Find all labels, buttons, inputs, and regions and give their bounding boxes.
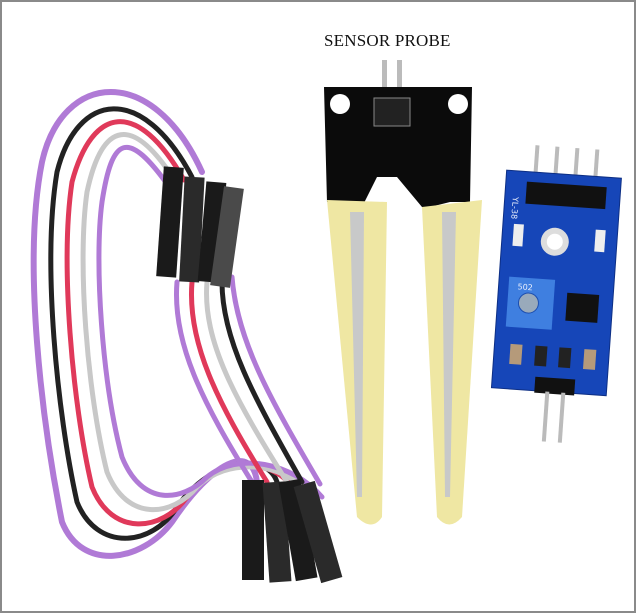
jumper-wires: [30, 89, 325, 559]
sensor-probe: [324, 60, 482, 525]
bottom-connectors: [242, 478, 343, 584]
module-model-label: YL-38: [509, 196, 520, 220]
potentiometer-label: 502: [517, 282, 533, 292]
top-connectors: [156, 166, 244, 288]
sensor-probe-caption: SENSOR PROBE: [324, 31, 451, 50]
sensor-module: 502 YL-38: [490, 145, 622, 443]
